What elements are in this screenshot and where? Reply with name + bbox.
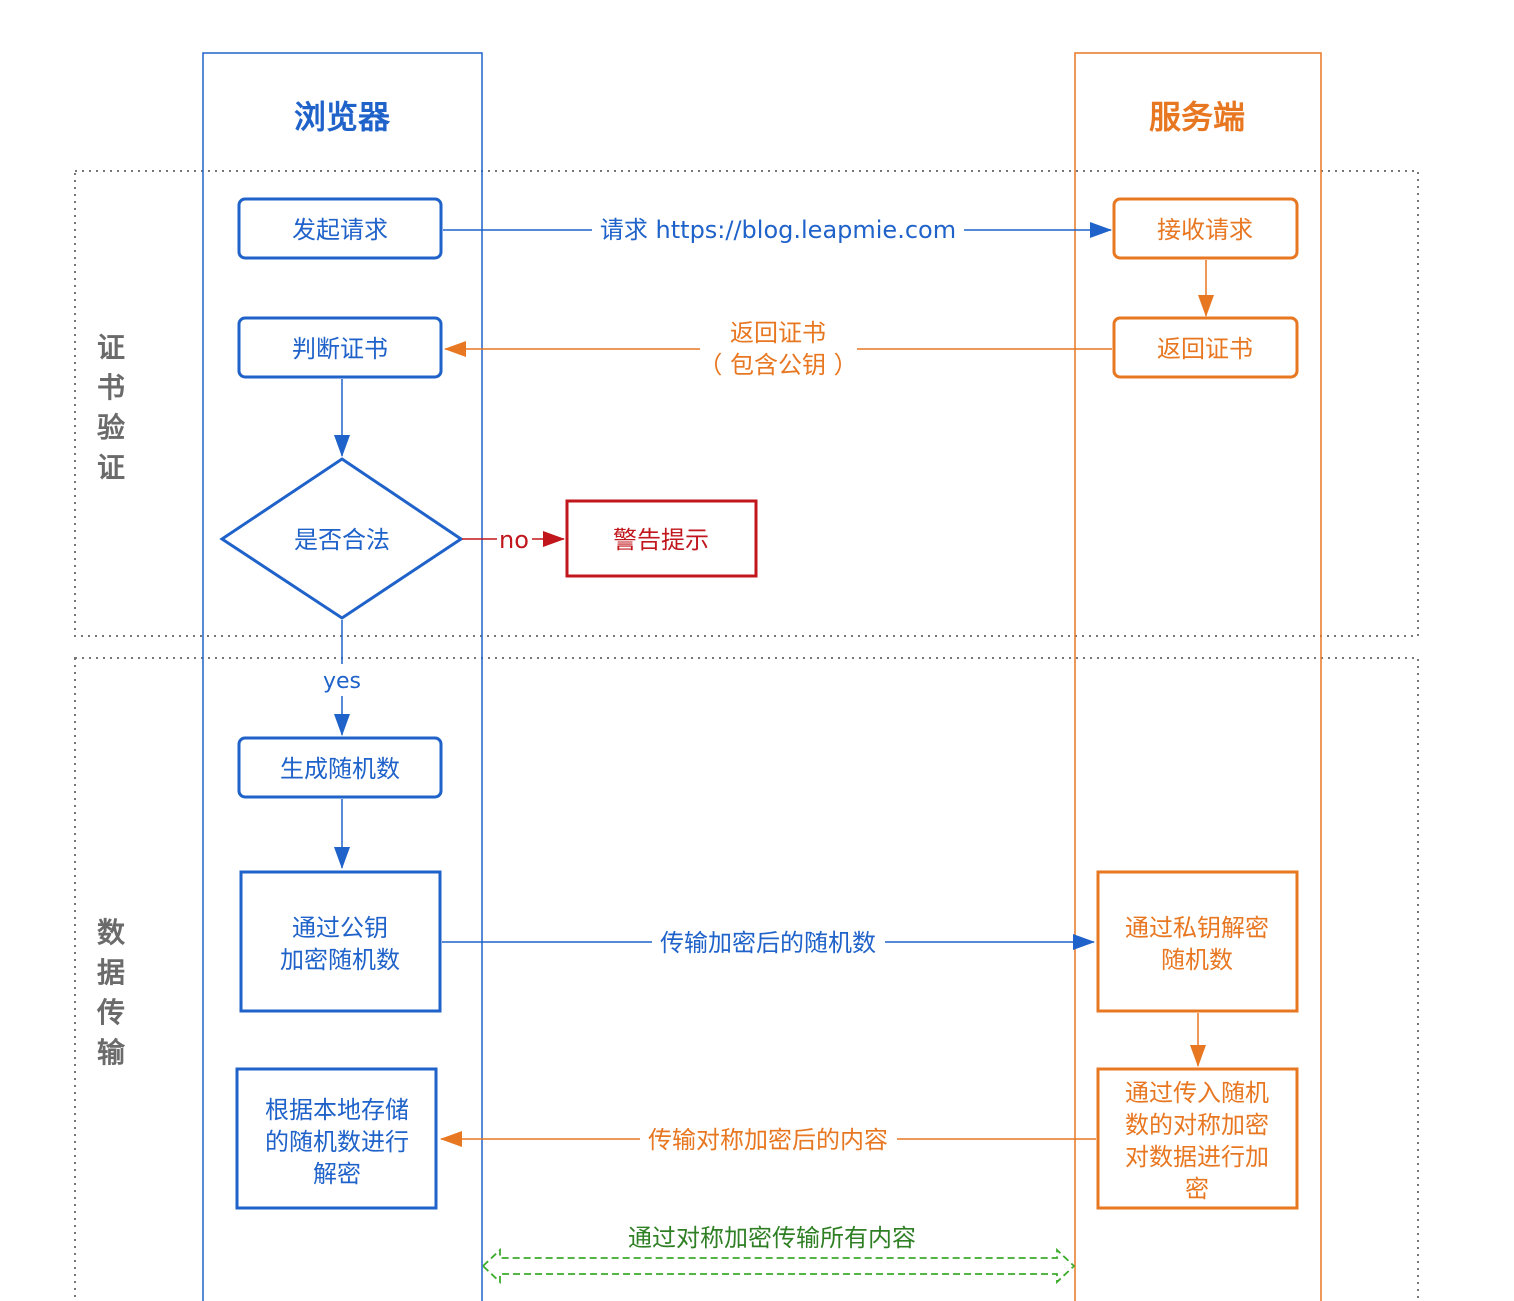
cert-label-char: 书 [97, 371, 125, 404]
server-lane-title: 服务端 [1149, 98, 1245, 136]
browser-lane [202, 52, 483, 1301]
sym-encrypt-text-2: 数的对称加密 [1125, 1111, 1269, 1139]
transfer-content-edge-label: 传输对称加密后的内容 [648, 1126, 888, 1154]
request-edge-label: 请求 https://blog.leapmie.com [600, 216, 956, 244]
decrypt-priv-node [1096, 870, 1299, 1013]
data-label-char: 据 [97, 956, 125, 989]
cert-section-label: 证 书 验 证 [97, 331, 125, 484]
sym-encrypt-node [1096, 1067, 1299, 1210]
decrypt-local-node [235, 1067, 438, 1210]
data-label-char: 输 [97, 1036, 126, 1069]
encrypt-pub-text-2: 加密随机数 [280, 946, 400, 974]
cert-label-char: 证 [97, 331, 125, 364]
warning-text: 警告提示 [613, 526, 709, 554]
sym-all-label: 通过对称加密传输所有内容 [628, 1224, 916, 1252]
return-cert-edge-label-1: 返回证书 [730, 319, 826, 347]
sym-all-double-arrow [481, 1247, 1076, 1285]
transfer-random-edge-label: 传输加密后的随机数 [660, 929, 876, 957]
yes-edge-label: yes [323, 669, 361, 694]
cert-label-char: 证 [97, 451, 125, 484]
data-label-char: 数 [97, 916, 126, 949]
return-cert-edge-label-2: （ 包含公钥 ） [698, 351, 857, 379]
decrypt-local-text-2: 的随机数进行 [265, 1128, 409, 1156]
cert-label-char: 验 [97, 411, 125, 444]
no-edge-label: no [499, 526, 529, 554]
encrypt-pub-text-1: 通过公钥 [292, 914, 388, 942]
decrypt-priv-text-1: 通过私钥解密 [1125, 914, 1269, 942]
decrypt-local-text-1: 根据本地存储 [265, 1096, 409, 1124]
encrypt-pub-node [239, 870, 442, 1013]
server-lane [1074, 52, 1322, 1301]
decrypt-local-text-3: 解密 [313, 1160, 361, 1188]
return-cert-node [1112, 316, 1299, 379]
gen-random-text: 生成随机数 [280, 755, 400, 783]
judge-cert-text: 判断证书 [292, 335, 388, 363]
data-section-label: 数 据 传 输 [96, 916, 126, 1069]
browser-lane-title: 浏览器 [294, 98, 391, 136]
decrypt-priv-text-2: 随机数 [1161, 946, 1233, 974]
warning-node [565, 499, 758, 578]
initiate-request-node [237, 197, 443, 260]
data-section-frame [74, 657, 1419, 1301]
gen-random-node [237, 736, 443, 799]
data-label-char: 传 [96, 996, 125, 1029]
sym-encrypt-text-1: 通过传入随机 [1125, 1079, 1269, 1107]
is-valid-text: 是否合法 [294, 526, 390, 554]
is-valid-decision-node [219, 457, 464, 620]
initiate-request-text: 发起请求 [292, 216, 388, 244]
sym-encrypt-text-4: 密 [1185, 1175, 1209, 1203]
cert-section-frame [74, 170, 1419, 637]
judge-cert-node [237, 316, 443, 379]
sym-encrypt-text-3: 对数据进行加 [1125, 1143, 1269, 1171]
receive-request-node [1112, 197, 1299, 260]
receive-request-text: 接收请求 [1157, 216, 1253, 244]
return-cert-text: 返回证书 [1157, 335, 1253, 363]
